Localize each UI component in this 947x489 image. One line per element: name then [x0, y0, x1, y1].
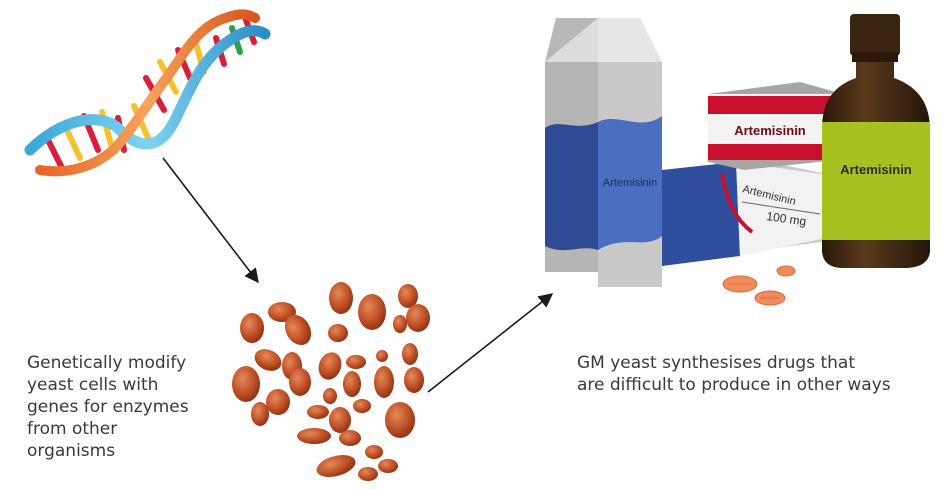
drug-carton-icon: Artemisinin [545, 18, 662, 287]
caption-drug-synthesis: GM yeast synthesises drugs that are diff… [577, 353, 891, 395]
carton-label: Artemisinin [603, 177, 657, 189]
bottle-label: Artemisinin [840, 162, 912, 177]
dna-helix-icon [24, 9, 271, 177]
tablets-icon [722, 265, 796, 306]
yeast-cells-icon [232, 282, 430, 481]
medicine-bottle-icon: Artemisinin [822, 14, 930, 268]
dose-label: 100 mg [766, 209, 808, 228]
caption-genetic-modification: Genetically modify yeast cells with gene… [27, 353, 189, 461]
arrow-yeast-to-drugs [427, 293, 554, 393]
red-box-label: Artemisinin [734, 123, 806, 138]
arrow-dna-to-yeast [162, 157, 259, 284]
blister-box-icon: Artemisinin 100 mg [662, 160, 836, 266]
red-drug-box-icon: Artemisinin [708, 82, 836, 170]
